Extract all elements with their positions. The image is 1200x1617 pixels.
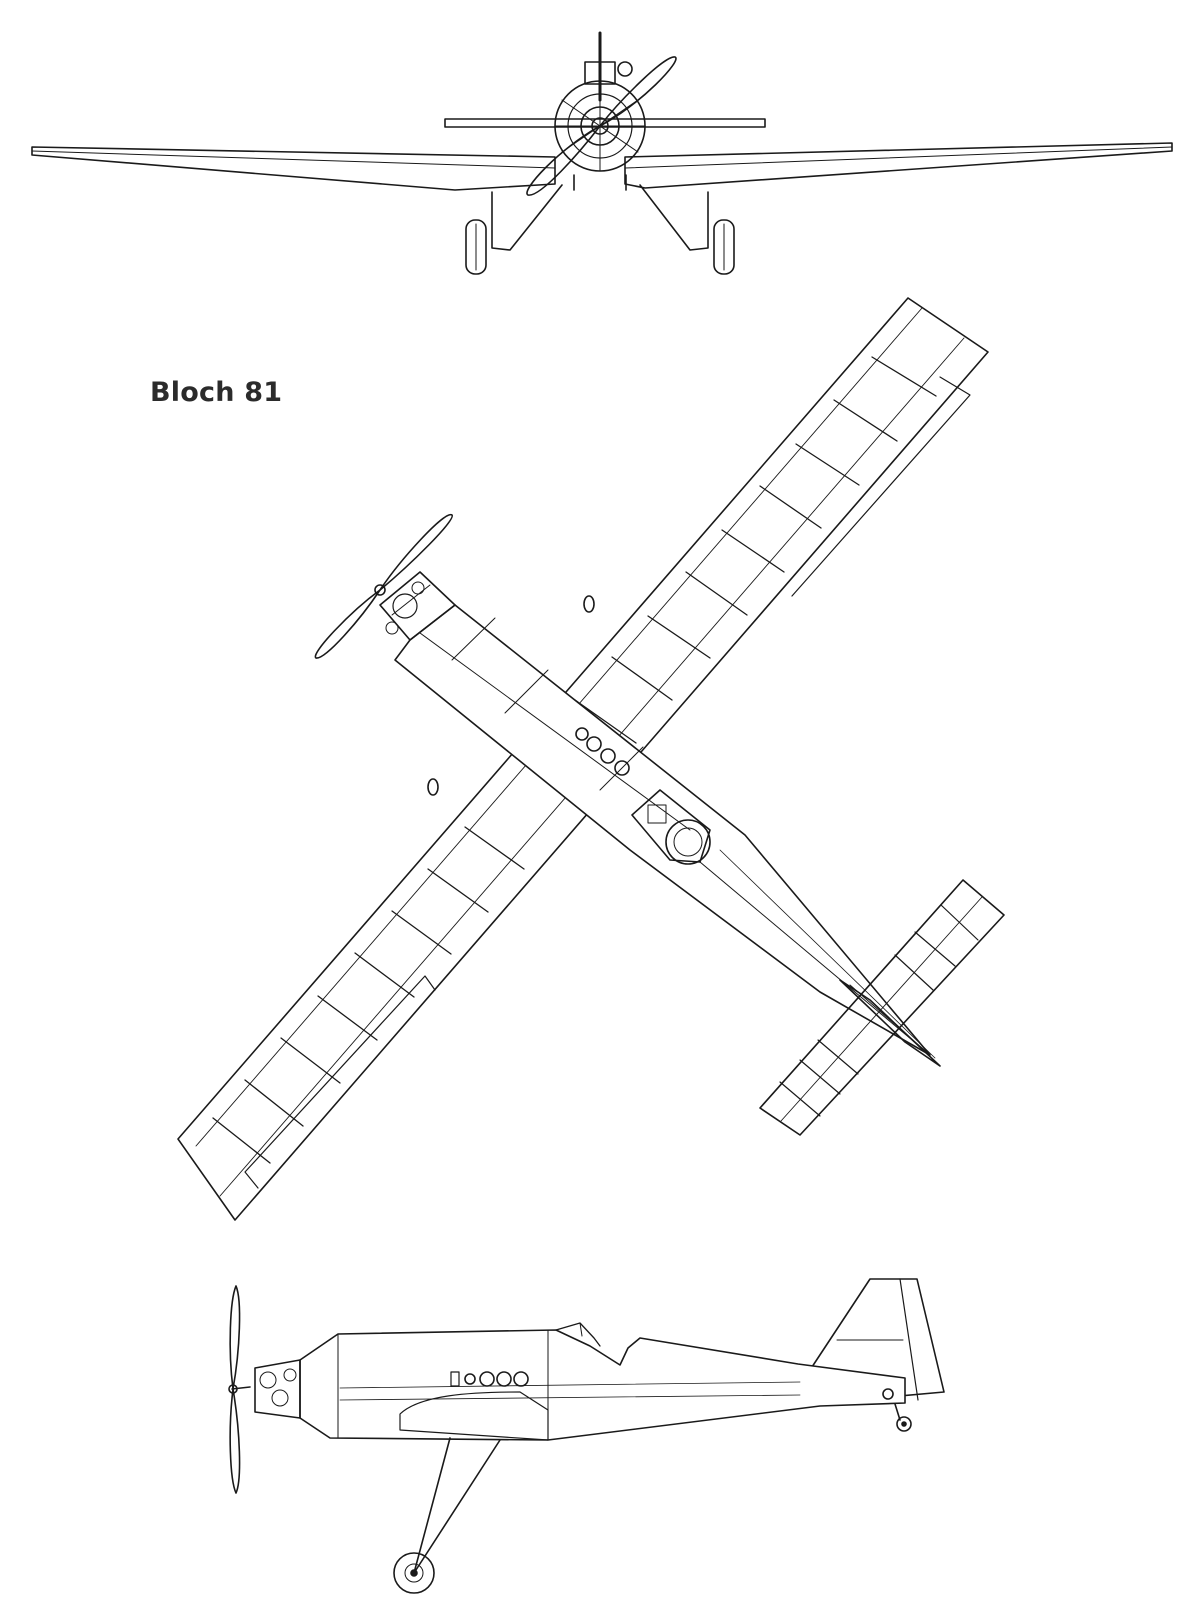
plan-view-engine — [380, 572, 455, 640]
plan-view-wing-ribs — [213, 357, 936, 1163]
right-wheel — [714, 220, 734, 274]
plan-view-cabin-windows — [576, 728, 629, 775]
front-view-left-wing — [32, 147, 555, 190]
front-view-propeller — [527, 57, 676, 195]
side-view-windows — [451, 1372, 528, 1386]
plan-view-fuselage — [395, 605, 935, 1058]
side-view-tail-wheel — [895, 1404, 911, 1431]
side-view-fuselage — [300, 1323, 905, 1440]
plan-view-propeller — [315, 515, 452, 658]
front-view-landing-gear — [466, 175, 734, 274]
left-wheel — [466, 220, 486, 274]
front-view-right-wing — [625, 143, 1172, 188]
side-view-propeller — [229, 1286, 240, 1493]
plan-view — [178, 298, 1004, 1220]
side-view-engine — [232, 1360, 300, 1418]
plan-view-wheel-left — [428, 779, 438, 795]
plan-view-cockpit — [632, 790, 710, 864]
side-view-landing-gear — [394, 1438, 500, 1593]
plan-view-wheel-right — [584, 596, 594, 612]
side-view — [229, 1279, 944, 1593]
plan-view-tailplane — [760, 880, 1004, 1135]
front-view — [32, 33, 1172, 274]
side-view-main-wheel — [394, 1553, 434, 1593]
aircraft-title: Bloch 81 — [150, 377, 283, 408]
